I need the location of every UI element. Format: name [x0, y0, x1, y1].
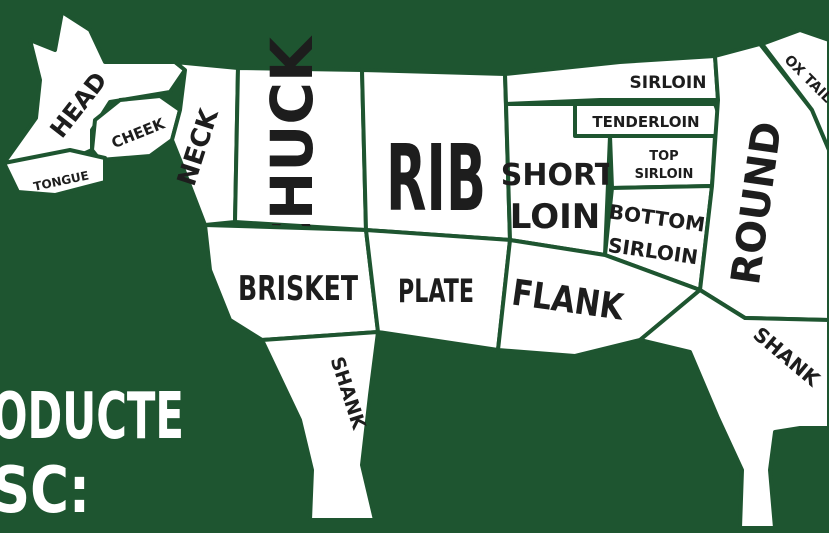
- cut-top-sirloin-line1: TOP: [649, 149, 678, 164]
- cut-brisket-label: BRISKET: [238, 269, 359, 309]
- cut-brisket: BRISKET: [205, 225, 378, 340]
- cut-tenderloin: TENDERLOIN: [563, 104, 719, 136]
- cut-short-loin-line1: SHORT: [501, 158, 616, 193]
- cut-tenderloin-label: TENDERLOIN: [592, 113, 699, 131]
- cut-rib-label: RIB: [386, 125, 486, 232]
- cut-top-sirloin: TOP SIRLOIN: [610, 136, 715, 188]
- cut-sirloin-label: SIRLOIN: [630, 73, 707, 93]
- caption-line1: ODUCTE: [0, 380, 184, 454]
- caption-line2: SC:: [0, 454, 90, 528]
- cut-rib: RIB: [362, 70, 510, 240]
- cut-plate-label: PLATE: [398, 272, 474, 310]
- cut-top-sirloin-line2: SIRLOIN: [635, 167, 694, 182]
- cut-plate: PLATE: [366, 230, 510, 350]
- cut-short-loin-line2: LOIN: [510, 197, 600, 237]
